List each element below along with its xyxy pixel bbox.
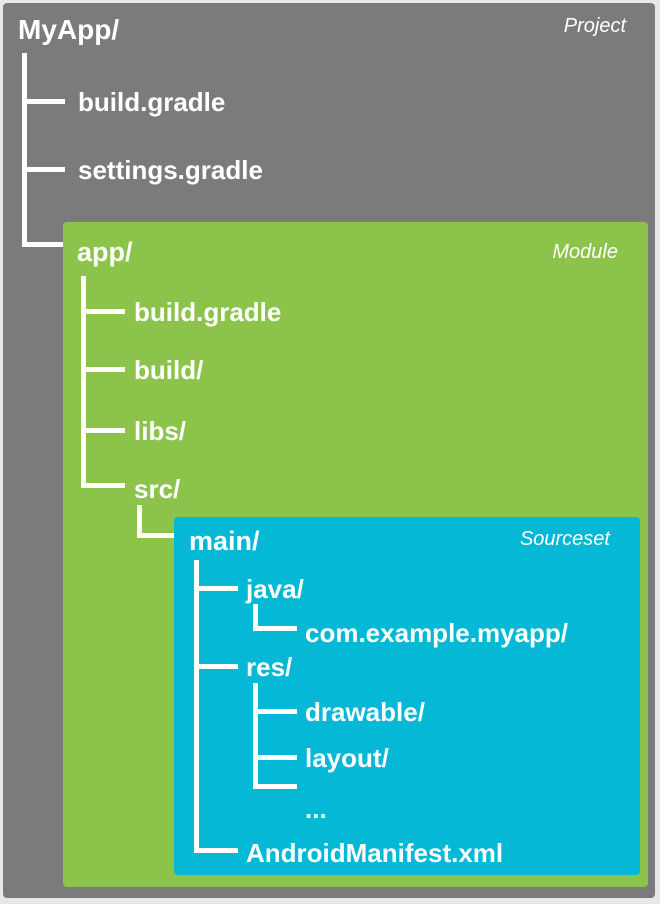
folder-res: res/: [246, 652, 293, 682]
project-trunk-line: [22, 53, 27, 247]
sourceset-branch-res: [194, 664, 238, 669]
root-folder-label: MyApp/: [18, 14, 120, 45]
folder-libs: libs/: [134, 416, 187, 446]
folder-layout: layout/: [305, 743, 389, 773]
more-items-ellipsis: ...: [305, 794, 327, 824]
sourceset-branch-java: [194, 586, 238, 591]
folder-src: src/: [134, 474, 181, 504]
java-to-package-horizontal: [253, 626, 297, 631]
package-com-example-myapp: com.example.myapp/: [305, 618, 568, 648]
sourceset-folder-label: main/: [189, 526, 260, 556]
folder-drawable: drawable/: [305, 697, 425, 727]
java-to-package-vertical: [253, 604, 258, 631]
res-trunk-line: [253, 683, 258, 789]
folder-java: java/: [246, 574, 304, 604]
res-branch-drawable: [253, 709, 297, 714]
project-scope-label: Project: [563, 15, 626, 37]
sourceset-branch-manifest: [194, 848, 238, 853]
module-branch-libs: [81, 428, 125, 433]
sourceset-trunk-line: [194, 560, 199, 848]
module-trunk-line: [81, 276, 86, 483]
file-settings-gradle: settings.gradle: [78, 155, 263, 185]
project-branch-app: [22, 242, 70, 247]
sourceset-scope-box: [174, 517, 640, 875]
src-to-main-vertical: [137, 505, 142, 538]
folder-build: build/: [134, 355, 204, 385]
file-build-gradle-root: build.gradle: [78, 87, 226, 117]
sourceset-scope-label: Sourceset: [519, 528, 610, 550]
module-branch-build: [81, 367, 125, 372]
project-branch-build-gradle: [22, 99, 65, 104]
src-to-main-horizontal: [137, 533, 181, 538]
project-branch-settings-gradle: [22, 167, 65, 172]
res-branch-more: [253, 784, 297, 789]
file-android-manifest: AndroidManifest.xml: [246, 838, 504, 868]
module-scope-label: Module: [552, 241, 618, 263]
res-branch-layout: [253, 755, 297, 760]
module-branch-build-gradle: [81, 309, 125, 314]
module-folder-label: app/: [77, 237, 133, 267]
module-branch-src: [81, 483, 125, 488]
file-build-gradle-module: build.gradle: [134, 297, 282, 327]
